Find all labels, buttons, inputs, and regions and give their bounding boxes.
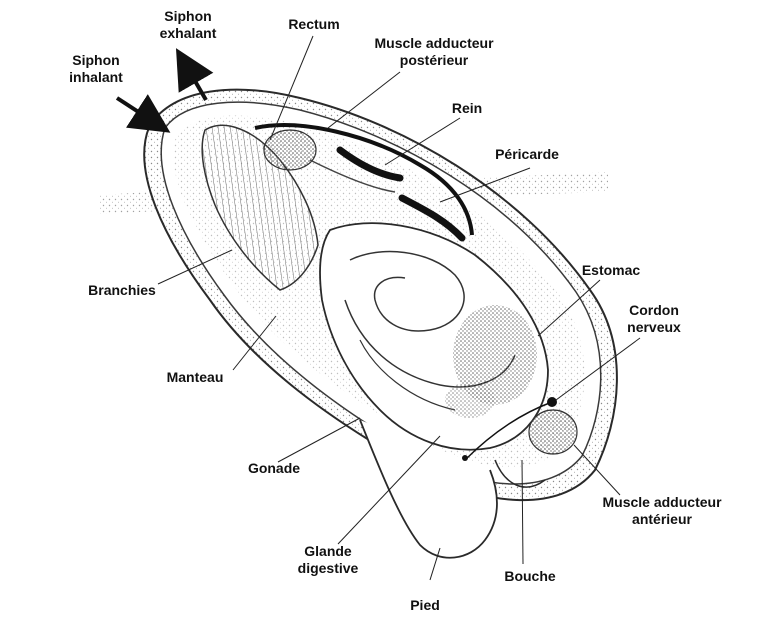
label-rein: Rein [452,100,482,117]
label-bouche: Bouche [504,568,555,585]
label-siphon-exhalant-line1: Siphon [160,8,217,25]
label-branchies: Branchies [88,282,156,299]
label-pied: Pied [410,597,440,614]
label-muscle-adducteur-posterieur: Muscle adducteur postérieur [374,35,493,69]
label-maa-line2: antérieur [602,511,721,528]
anterior-adductor-shape [529,410,577,454]
label-estomac: Estomac [582,262,640,279]
label-glande-digestive: Glande digestive [298,543,359,577]
label-siphon-inhalant-line1: Siphon [69,52,123,69]
label-glande-digestive-line2: digestive [298,560,359,577]
label-cordon-nerveux-line1: Cordon [627,302,681,319]
label-manteau: Manteau [167,369,224,386]
label-siphon-inhalant: Siphon inhalant [69,52,123,86]
label-cordon-nerveux: Cordon nerveux [627,302,681,336]
label-muscle-adducteur-anterieur: Muscle adducteur antérieur [602,494,721,528]
label-map-line1: Muscle adducteur [374,35,493,52]
label-rectum: Rectum [288,16,339,33]
label-glande-digestive-line1: Glande [298,543,359,560]
label-siphon-exhalant-line2: exhalant [160,25,217,42]
label-cordon-nerveux-line2: nerveux [627,319,681,336]
label-maa-line1: Muscle adducteur [602,494,721,511]
label-pericarde: Péricarde [495,146,559,163]
label-map-line2: postérieur [374,52,493,69]
label-siphon-inhalant-line2: inhalant [69,69,123,86]
label-gonade: Gonade [248,460,300,477]
label-siphon-exhalant: Siphon exhalant [160,8,217,42]
